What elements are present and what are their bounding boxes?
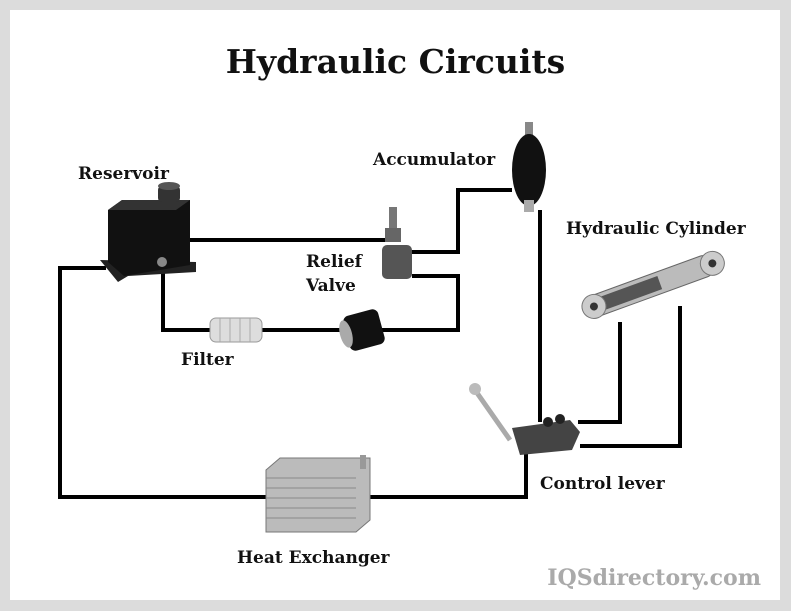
line-control-cylinder-a bbox=[578, 322, 622, 424]
label-filter: Filter bbox=[181, 350, 234, 370]
label-heat-exchanger: Heat Exchanger bbox=[237, 548, 390, 568]
line-reservoir-heat-exchanger bbox=[58, 266, 266, 499]
heat-exchanger-icon bbox=[265, 455, 371, 533]
diagram-title: Hydraulic Circuits bbox=[225, 42, 566, 81]
line-reservoir-filter bbox=[161, 270, 212, 332]
diagram-canvas bbox=[10, 10, 780, 600]
relief-valve-icon bbox=[382, 207, 412, 279]
control-lever-icon bbox=[469, 383, 580, 455]
filter-icon bbox=[209, 317, 263, 343]
label-control-lever: Control lever bbox=[540, 474, 665, 494]
pump-motor-icon bbox=[339, 309, 385, 351]
line-heat-exchanger-control bbox=[368, 452, 528, 499]
watermark: IQSdirectory.com bbox=[547, 565, 761, 591]
label-relief-valve-line1: Relief bbox=[306, 252, 362, 272]
hydraulic-lines bbox=[58, 188, 682, 499]
label-accumulator: Accumulator bbox=[373, 150, 496, 170]
label-hydraulic-cylinder: Hydraulic Cylinder bbox=[566, 219, 746, 239]
line-relief-motor bbox=[372, 274, 460, 332]
label-relief-valve-line2: Valve bbox=[306, 276, 356, 296]
line-relief-accumulator bbox=[412, 188, 512, 254]
line-control-cylinder-b bbox=[580, 306, 682, 448]
hydraulic-cylinder-icon bbox=[581, 250, 725, 319]
accumulator-icon bbox=[512, 122, 546, 212]
reservoir-icon bbox=[100, 182, 196, 282]
label-reservoir: Reservoir bbox=[78, 164, 169, 184]
